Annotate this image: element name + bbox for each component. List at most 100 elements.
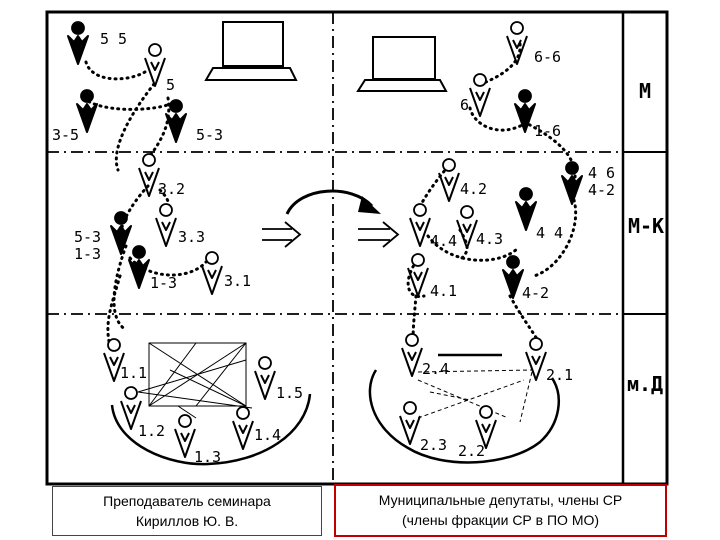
person-label: 3-5 xyxy=(52,126,79,144)
person-icon xyxy=(103,338,125,382)
person-label-line: 1.1 xyxy=(120,364,147,382)
person-label: 3.3 xyxy=(178,228,205,246)
person-icon xyxy=(506,21,528,65)
level-label-m: М xyxy=(639,79,651,103)
person-label: 4 4 xyxy=(536,224,563,242)
person-label-line: 2.2 xyxy=(458,442,485,460)
person-label-line: 1.3 xyxy=(194,448,221,466)
person-icon xyxy=(76,89,98,133)
person-label: 1-3 xyxy=(150,274,177,292)
person-label: 5 xyxy=(166,76,175,94)
person-icon xyxy=(128,245,150,289)
laptop-icon xyxy=(356,36,448,92)
person-icon xyxy=(399,401,421,445)
caption-deputies: Муниципальные депутаты, члены СР (члены … xyxy=(334,484,667,537)
person-label-line: 1-6 xyxy=(534,122,561,140)
person-label-line: 4 4 xyxy=(536,224,563,242)
person-label: 6-6 xyxy=(534,48,561,66)
caption-teacher-line1: Преподаватель семинара xyxy=(103,493,271,509)
person-icon xyxy=(409,203,431,247)
level-label-m-k: М-К xyxy=(628,214,664,238)
person-label-line: 4.4 xyxy=(430,232,457,250)
person-label-line: 1-3 xyxy=(150,274,177,292)
person-label-line: 3-5 xyxy=(52,126,79,144)
person-icon xyxy=(514,89,536,133)
person-label: 4.3 xyxy=(476,230,503,248)
person-label: 5-3 xyxy=(196,126,223,144)
communication-web-right xyxy=(417,369,533,423)
person-label: 4-2 xyxy=(522,284,549,302)
person-label: 1.5 xyxy=(276,384,303,402)
caption-deputies-line1: Муниципальные депутаты, члены СР xyxy=(378,492,623,508)
person-icon xyxy=(174,414,196,458)
person-icon xyxy=(401,333,423,377)
person-label: 4.2 xyxy=(460,180,487,198)
person-label-line: 1.5 xyxy=(276,384,303,402)
transition-arrow-icon xyxy=(285,189,381,215)
person-label-line: 4.3 xyxy=(476,230,503,248)
person-icon xyxy=(165,99,187,143)
person-label: 2.2 xyxy=(458,442,485,460)
person-label-line: 5 xyxy=(166,76,175,94)
person-icon xyxy=(120,386,142,430)
person-label: 4.1 xyxy=(430,282,457,300)
person-label-line: 1.4 xyxy=(254,426,281,444)
person-label-line: 5-3 xyxy=(196,126,223,144)
person-label-line: 4-2 xyxy=(522,284,549,302)
person-label: 2.3 xyxy=(420,436,447,454)
person-icon xyxy=(475,405,497,449)
person-label-line: 2.1 xyxy=(546,366,573,384)
person-label-line: 2.3 xyxy=(420,436,447,454)
person-icon xyxy=(254,356,276,400)
person-label: 1.4 xyxy=(254,426,281,444)
person-label-line: 4 6 xyxy=(588,164,615,182)
person-icon xyxy=(407,253,429,297)
person-icon xyxy=(515,187,537,231)
person-label: 2.4 xyxy=(422,360,449,378)
person-label: 2.1 xyxy=(546,366,573,384)
person-label: 4.4 xyxy=(430,232,457,250)
caption-teacher: Преподаватель семинара Кириллов Ю. В. xyxy=(52,486,322,536)
round-table-right xyxy=(368,369,560,464)
person-label-line: 3.2 xyxy=(158,180,185,198)
communication-web-left xyxy=(137,342,253,419)
person-icon xyxy=(502,255,524,299)
person-label-line: 2.4 xyxy=(422,360,449,378)
person-label-line: 4-2 xyxy=(588,181,615,199)
person-label-line: 1-3 xyxy=(74,245,101,263)
person-label-line: 3.1 xyxy=(224,272,251,290)
person-label: 3.1 xyxy=(224,272,251,290)
person-label: 1.2 xyxy=(138,422,165,440)
person-icon xyxy=(201,251,223,295)
person-label: 1.3 xyxy=(194,448,221,466)
person-label-line: 6 xyxy=(460,96,469,114)
double-arrow-icon xyxy=(358,221,400,248)
level-label-m-d: м.Д xyxy=(627,372,663,396)
person-label-line: 5 5 xyxy=(100,30,127,48)
person-label-line: 4.1 xyxy=(430,282,457,300)
person-label-line: 3.3 xyxy=(178,228,205,246)
person-label-line: 6-6 xyxy=(534,48,561,66)
person-label-line: 1.2 xyxy=(138,422,165,440)
person-label-line: 5-3 xyxy=(74,228,101,246)
double-arrow-icon xyxy=(262,221,302,248)
person-icon xyxy=(438,158,460,202)
person-icon xyxy=(232,406,254,450)
person-icon xyxy=(525,337,547,381)
person-label-line: 4.2 xyxy=(460,180,487,198)
person-icon xyxy=(67,21,89,65)
person-label: 3.2 xyxy=(158,180,185,198)
person-icon xyxy=(138,153,160,197)
person-label: 1-6 xyxy=(534,122,561,140)
person-icon xyxy=(144,43,166,87)
person-icon xyxy=(469,73,491,117)
laptop-icon xyxy=(204,21,298,81)
person-label: 1.1 xyxy=(120,364,147,382)
round-table-left xyxy=(110,393,312,466)
caption-deputies-line2: (члены фракции СР в ПО МО) xyxy=(401,512,600,528)
person-icon xyxy=(456,205,478,249)
